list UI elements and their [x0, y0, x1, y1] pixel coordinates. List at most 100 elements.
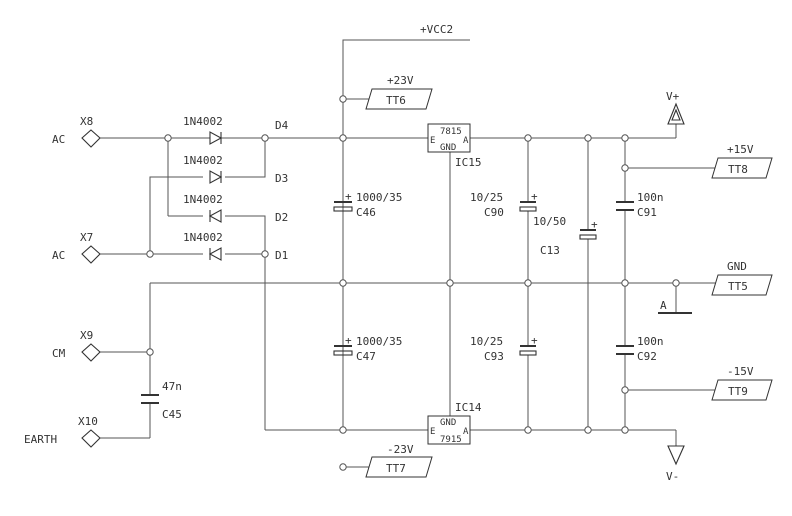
junction-dot	[446, 279, 454, 287]
connector-x9-signal: CM	[52, 347, 66, 360]
junction-dot	[164, 134, 172, 142]
capacitor-c91-value: 100n	[637, 191, 664, 204]
capacitor-c45-value: 47n	[162, 380, 182, 393]
junction-dots	[146, 95, 680, 471]
capacitor-c93: + 10/25 C93	[470, 334, 538, 363]
junction-dot	[146, 348, 154, 356]
test-point-tt8-net: +15V	[727, 143, 754, 156]
test-point-tt7-flag	[365, 456, 433, 478]
junction-dot	[621, 164, 629, 172]
capacitor-c90-ref: C90	[484, 206, 504, 219]
diode-d1: 1N4002 D1	[183, 231, 288, 262]
v-plus-triangle-icon	[667, 102, 685, 125]
capacitor-c91: 100n C91	[616, 191, 664, 219]
test-point-tt8-flag	[711, 157, 773, 179]
v-plus-symbol: V+	[666, 90, 685, 125]
diode-d1-ref: D1	[275, 249, 288, 262]
diode-d4: 1N4002 D4	[183, 115, 289, 145]
capacitor-c47-polarity: +	[345, 334, 352, 347]
capacitor-c46: + 1000/35 C46	[333, 190, 402, 219]
connector-x10: X10 EARTH	[24, 415, 101, 448]
capacitor-c46-plate	[333, 206, 353, 212]
diode-d2-ref: D2	[275, 211, 288, 224]
regulator-ic14-pin-gnd: GND	[440, 418, 456, 428]
junction-dot	[146, 250, 154, 258]
capacitor-c47-value: 1000/35	[356, 335, 402, 348]
test-point-tt5-ref: TT5	[728, 280, 748, 293]
test-point-tt6: TT6 +23V	[365, 74, 433, 110]
diode-d1-triangle	[208, 247, 222, 261]
junction-dot	[621, 279, 629, 287]
regulator-ic14-ref: IC14	[455, 401, 482, 414]
diode-d2-part: 1N4002	[183, 193, 223, 206]
capacitor-c13-ref: C13	[540, 244, 560, 257]
junction-dot	[584, 426, 592, 434]
capacitor-c47-plate	[333, 350, 353, 356]
capacitor-c13-polarity: +	[591, 218, 598, 231]
capacitor-c46-value: 1000/35	[356, 191, 402, 204]
junction-dot	[672, 279, 680, 287]
junction-dot	[524, 134, 532, 142]
junction-dot	[339, 95, 347, 103]
regulator-ic15-ref: IC15	[455, 156, 482, 169]
capacitor-c90-value: 10/25	[470, 191, 503, 204]
capacitor-c13-plate	[579, 234, 597, 240]
connector-x7: X7 AC	[52, 231, 101, 264]
diode-d4-triangle	[209, 131, 223, 145]
capacitor-c13: + 10/50 C13	[533, 215, 598, 257]
junction-dot	[339, 134, 347, 142]
connector-x8-signal: AC	[52, 133, 65, 146]
connector-x10-diamond	[81, 429, 101, 448]
test-point-tt9-ref: TT9	[728, 385, 748, 398]
diode-d3: 1N4002 D3	[183, 154, 288, 185]
capacitor-c93-polarity: +	[531, 334, 538, 347]
diode-d1-part: 1N4002	[183, 231, 223, 244]
connector-x9: X9 CM	[52, 329, 101, 362]
junction-dot	[621, 386, 629, 394]
capacitor-c47-ref: C47	[356, 350, 376, 363]
capacitor-c93-value: 10/25	[470, 335, 503, 348]
capacitor-c92: 100n C92	[616, 335, 664, 363]
capacitor-c47: + 1000/35 C47	[333, 334, 402, 363]
diode-d3-triangle	[209, 170, 223, 184]
test-point-tt7-ref: TT7	[386, 462, 406, 475]
capacitor-c46-polarity: +	[345, 190, 352, 203]
connector-x7-ref: X7	[80, 231, 93, 244]
capacitor-c92-ref: C92	[637, 350, 657, 363]
connector-x9-ref: X9	[80, 329, 93, 342]
regulator-ic14-part: 7915	[440, 435, 462, 445]
test-point-tt5-flag	[711, 274, 773, 296]
junction-dot	[261, 250, 269, 258]
test-point-tt8: TT8 +15V	[711, 143, 773, 179]
test-point-tt7-net: -23V	[387, 443, 414, 456]
capacitor-c93-ref: C93	[484, 350, 504, 363]
regulator-ic15-body	[427, 123, 471, 153]
junction-dot	[524, 426, 532, 434]
test-point-tt6-net: +23V	[387, 74, 414, 87]
capacitor-c45: 47n C45	[141, 380, 182, 421]
junction-dot	[339, 463, 347, 471]
regulator-ic15-pin-a: A	[463, 136, 469, 146]
junction-dot	[339, 426, 347, 434]
v-minus-symbol: V-	[666, 445, 685, 483]
junction-dot	[524, 279, 532, 287]
connector-x8-ref: X8	[80, 115, 93, 128]
capacitor-c46-ref: C46	[356, 206, 376, 219]
connector-x8: X8 AC	[52, 115, 101, 148]
regulator-ic15: 7815 E A GND IC15	[427, 123, 482, 169]
diode-d2: 1N4002 D2	[183, 193, 288, 224]
test-point-tt6-ref: TT6	[386, 94, 406, 107]
connector-x10-ref: X10	[78, 415, 98, 428]
ground-node-label: A	[660, 299, 667, 312]
test-point-tt6-flag	[365, 88, 433, 110]
test-point-tt5: TT5 GND	[711, 260, 773, 296]
connector-x8-diamond	[81, 129, 101, 148]
regulator-ic14-pin-e: E	[430, 427, 435, 437]
diode-d3-part: 1N4002	[183, 154, 223, 167]
capacitor-c90-plate	[519, 206, 537, 212]
capacitor-c91-ref: C91	[637, 206, 657, 219]
diode-d4-ref: D4	[275, 119, 289, 132]
connector-x9-diamond	[81, 343, 101, 362]
test-point-tt8-ref: TT8	[728, 163, 748, 176]
